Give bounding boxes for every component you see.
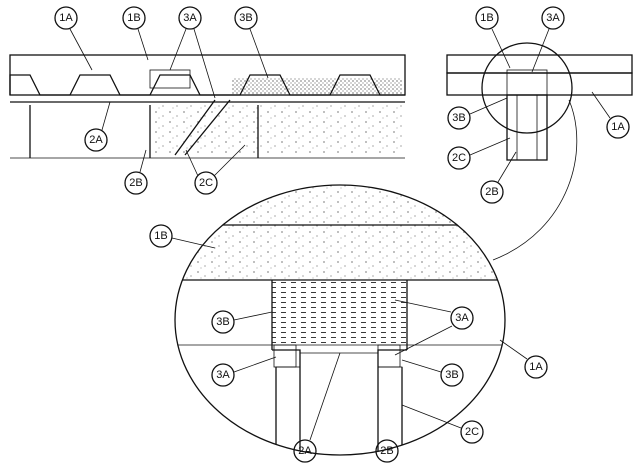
end-callout-1b: 1B [475, 6, 511, 69]
end-callout-2b: 2B [480, 151, 517, 204]
callout-label: 2B [485, 186, 498, 198]
detail-3a-right [377, 344, 401, 368]
detail-callout-3a-right: 3A [394, 299, 474, 356]
end-view: 1B 3A 3B 1A 2C 2B [446, 6, 633, 261]
callout-label: 2A [298, 445, 312, 457]
detail-view: 1B 3B 3A 1A 3A 3B [149, 184, 548, 463]
section-packing-3a [149, 69, 191, 89]
detail-packing-3b [272, 280, 407, 345]
callout-label: 2A [89, 134, 103, 146]
callout-label: 3A [216, 369, 230, 381]
section-callout-2a: 2A [84, 101, 111, 152]
end-callout-3b: 3B [447, 97, 508, 130]
callout-label: 2C [465, 426, 479, 438]
end-detail-circle [481, 42, 573, 134]
detail-slab-1b [175, 185, 505, 280]
section-diagonal [174, 99, 216, 156]
detail-leader-curve [492, 99, 578, 261]
section-fill-3b [232, 78, 402, 95]
section-callout-3a: 3A [169, 6, 216, 99]
section-callout-3b: 3B [234, 6, 269, 79]
callout-label: 2B [380, 445, 393, 457]
detail-3a-left [273, 344, 297, 368]
callout-label: 2C [452, 152, 466, 164]
section-callout-2c: 2C [185, 144, 246, 195]
callout-label: 1B [127, 12, 140, 24]
detail-head-track [272, 349, 407, 455]
detail-callout-3a-left: 3A [211, 356, 277, 387]
detail-callout-2a: 2A [293, 352, 341, 463]
section-callout-1b: 1B [122, 6, 149, 61]
end-wall [506, 94, 548, 161]
detail-callout-1b: 1B [149, 224, 216, 249]
section-callout-2b: 2B [124, 149, 148, 195]
callout-label: 2C [199, 177, 213, 189]
callout-label: 1A [529, 361, 543, 373]
end-callout-3a: 3A [531, 6, 565, 73]
detail-ellipse-outline [174, 184, 506, 456]
callout-label: 1B [154, 230, 167, 242]
callout-label: 1A [611, 121, 625, 133]
end-callout-2c: 2C [447, 137, 511, 170]
section-wall-2c [150, 105, 405, 155]
end-packing-3a [506, 69, 548, 96]
callout-label: 3A [183, 12, 197, 24]
section-callout-1a: 1A [54, 6, 93, 71]
end-deck [446, 72, 633, 96]
callout-label: 3B [452, 112, 465, 124]
callout-label: 3A [455, 312, 469, 324]
section-view: 1A 1B 3A 3B 2A 2B [9, 6, 406, 195]
end-callout-1a: 1A [591, 91, 630, 139]
callout-label: 3B [216, 316, 229, 328]
section-diagonal [184, 99, 231, 156]
callout-label: 1A [59, 12, 73, 24]
detail-callout-1a: 1A [499, 339, 548, 379]
callout-label: 2B [129, 177, 142, 189]
detail-callout-2c: 2C [401, 404, 484, 444]
callout-label: 3B [445, 369, 458, 381]
callout-label: 3A [546, 12, 560, 24]
detail-callout-3b-left: 3B [211, 310, 273, 334]
callout-label: 1B [480, 12, 493, 24]
detail-callout-3b-right: 3B [401, 359, 464, 387]
callout-label: 3B [239, 12, 252, 24]
detail-callout-2b: 2B [375, 439, 399, 463]
